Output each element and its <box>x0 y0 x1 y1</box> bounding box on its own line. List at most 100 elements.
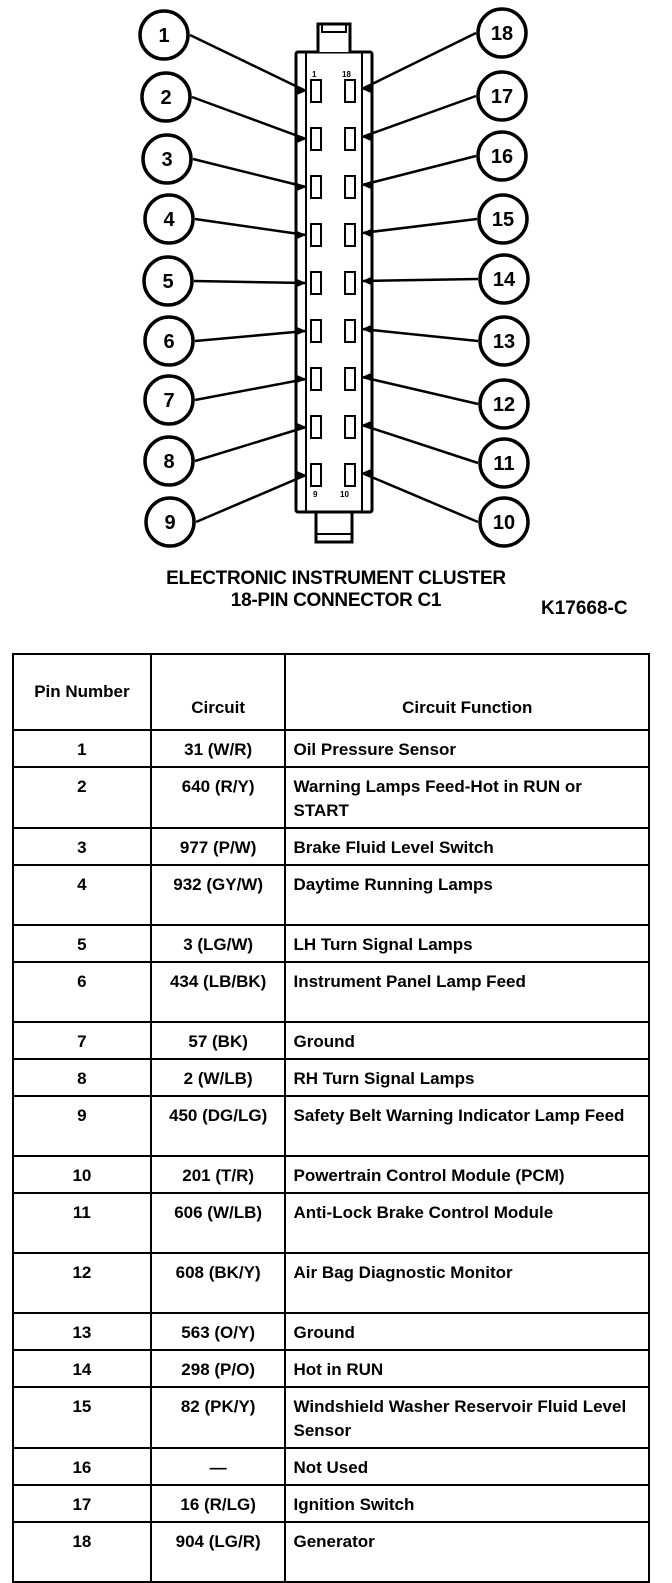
leader-arrow <box>297 327 306 335</box>
header-pin-number: Pin Number <box>12 653 152 731</box>
table-header-row: Pin Number Circuit Circuit Function <box>12 653 650 731</box>
circuit-cell: 57 (BK) <box>149 1021 287 1060</box>
function-cell: Ground <box>284 1312 650 1351</box>
circuit-cell: 563 (O/Y) <box>149 1312 287 1351</box>
pin-cavities <box>310 79 356 487</box>
pin-callout-label: 13 <box>493 331 515 353</box>
pin-callout-label: 18 <box>491 23 513 45</box>
pin-callout-circle <box>141 133 193 185</box>
pin-callout-circle <box>476 70 528 122</box>
pin-cell: 5 <box>12 924 152 963</box>
leader-line <box>194 425 307 463</box>
pin-callout-label: 11 <box>493 453 514 475</box>
function-cell: Generator <box>284 1521 650 1583</box>
cavity-right <box>344 223 356 247</box>
function-cell: Air Bag Diagnostic Monitor <box>284 1252 650 1314</box>
circuit-cell: — <box>149 1447 287 1486</box>
leader-arrow <box>297 87 306 95</box>
cavity-left <box>310 367 322 391</box>
leader-arrow <box>297 375 306 383</box>
function-cell: Oil Pressure Sensor <box>284 729 650 768</box>
pin-callout-circle <box>143 435 195 487</box>
pin-callout-circle <box>140 71 192 123</box>
pin-callout-circle <box>144 496 196 548</box>
pin-callout-circle <box>476 7 528 59</box>
function-cell: Not Used <box>284 1447 650 1486</box>
circuit-cell: 932 (GY/W) <box>149 864 287 926</box>
cavity-left <box>310 319 322 343</box>
pin-callout-label: 5 <box>162 271 173 293</box>
pin-cell: 12 <box>12 1252 152 1314</box>
circuit-cell: 3 (LG/W) <box>149 924 287 963</box>
pin-cell: 10 <box>12 1155 152 1194</box>
pin-callout-label: 17 <box>491 86 513 108</box>
leader-line <box>194 377 307 402</box>
pin-callout-circle <box>142 255 194 307</box>
pin-callout-label: 2 <box>160 87 171 109</box>
caption-title: ELECTRONIC INSTRUMENT CLUSTER <box>166 568 506 589</box>
leader-arrow <box>362 421 371 429</box>
pin-cell: 11 <box>12 1192 152 1254</box>
pin-callout-circle <box>477 193 529 245</box>
cavity-right <box>344 319 356 343</box>
leader-line <box>361 31 477 91</box>
pin-cell: 3 <box>12 827 152 866</box>
caption-subtitle: 18-PIN CONNECTOR C1 <box>230 590 442 611</box>
pin-callout-circle <box>478 253 530 305</box>
pin-cell: 6 <box>12 961 152 1023</box>
function-cell: Windshield Washer Reservoir Fluid Level … <box>284 1386 650 1449</box>
pin-callout-label: 9 <box>164 512 175 534</box>
pin-callout-circle <box>478 496 530 548</box>
table-row: 16—Not Used <box>12 1447 650 1486</box>
function-cell: Anti-Lock Brake Control Module <box>284 1192 650 1254</box>
leader-line <box>189 33 307 93</box>
cavity-right <box>344 127 356 151</box>
leader-line <box>361 375 479 406</box>
circuit-cell: 298 (P/O) <box>149 1349 287 1388</box>
function-cell: Ground <box>284 1021 650 1060</box>
header-circuit-function: Circuit Function <box>284 653 650 731</box>
circuit-cell: 606 (W/LB) <box>149 1192 287 1254</box>
leader-arrow <box>362 277 371 285</box>
pin-cell: 18 <box>12 1521 152 1583</box>
pin-cell: 16 <box>12 1447 152 1486</box>
leader-arrow <box>362 133 371 141</box>
leader-line <box>193 279 307 285</box>
function-cell: LH Turn Signal Lamps <box>284 924 650 963</box>
leader-arrow <box>297 231 306 239</box>
function-cell: Safety Belt Warning Indicator Lamp Feed <box>284 1095 650 1157</box>
pin-cell: 15 <box>12 1386 152 1449</box>
function-cell: Hot in RUN <box>284 1349 650 1388</box>
pin-cell: 13 <box>12 1312 152 1351</box>
leader-line <box>194 217 307 237</box>
function-cell: Warning Lamps Feed-Hot in RUN or START <box>284 766 650 829</box>
function-cell: Ignition Switch <box>284 1484 650 1523</box>
leader-line <box>361 471 479 524</box>
function-cell: Instrument Panel Lamp Feed <box>284 961 650 1023</box>
leader-line <box>361 277 479 283</box>
cavity-left <box>310 271 322 295</box>
cavity-left <box>310 415 322 439</box>
pin-callout-label: 7 <box>163 390 174 412</box>
cavity-right <box>344 415 356 439</box>
leader-line <box>195 473 307 524</box>
connector-mark-10: 10 <box>340 490 349 499</box>
pin-callout-label: 1 <box>158 25 169 47</box>
cavity-right <box>344 463 356 487</box>
circuit-cell: 904 (LG/R) <box>149 1521 287 1583</box>
pin-callout-circle <box>476 130 528 182</box>
